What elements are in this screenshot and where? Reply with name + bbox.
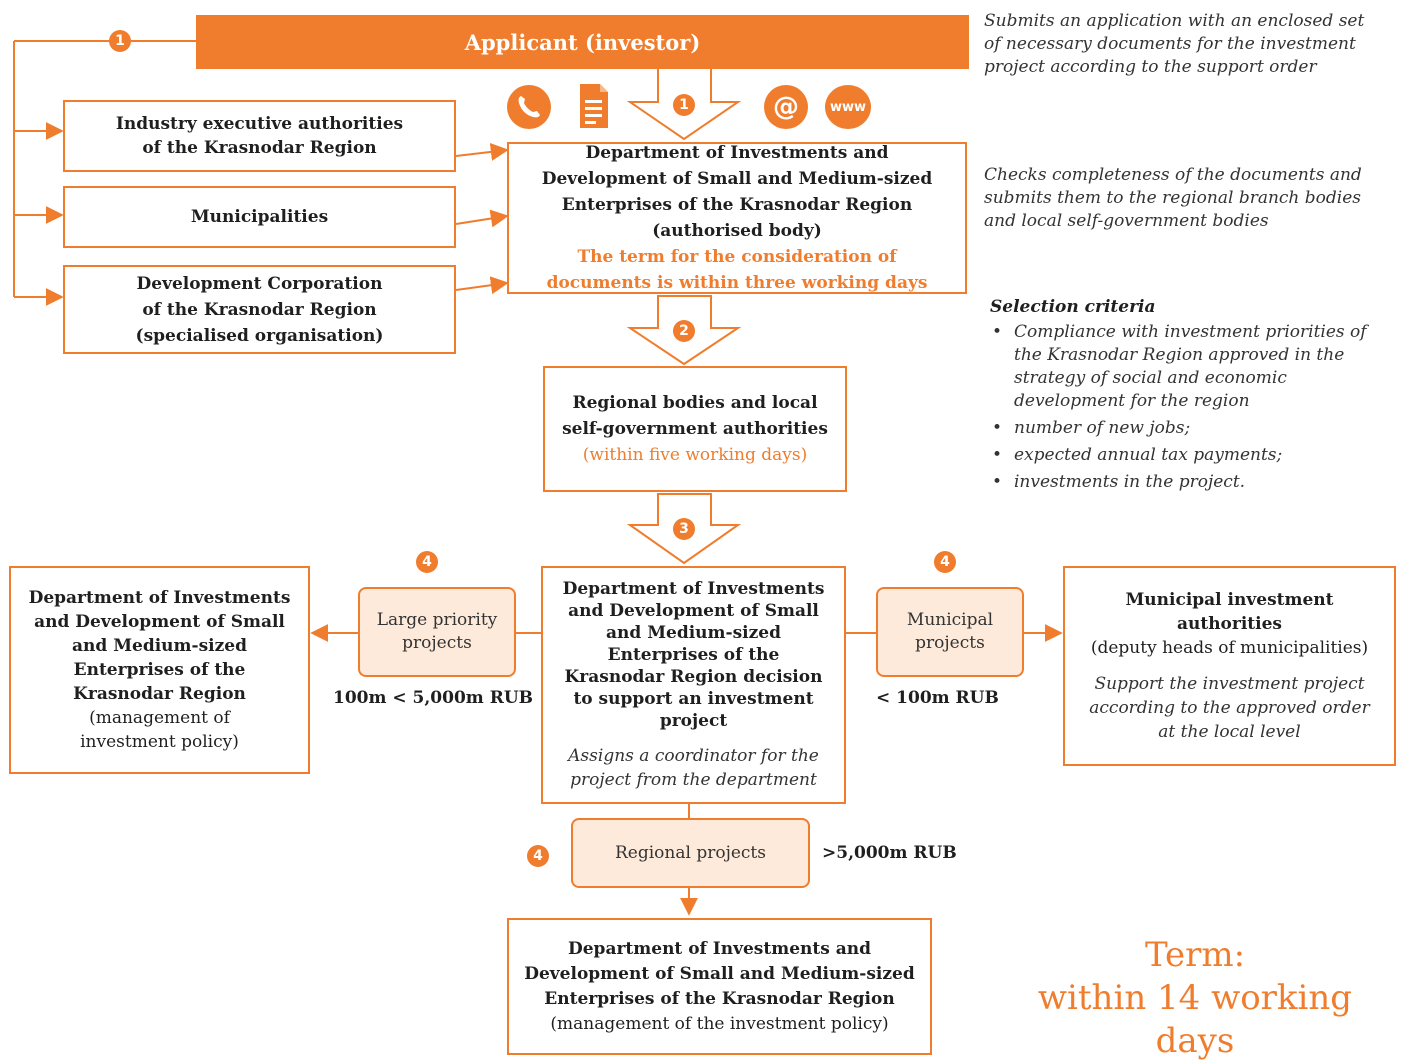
municipal-threshold: < 100m RUB [876, 688, 999, 708]
step-badge-4-right: 4 [934, 551, 956, 573]
large-priority-projects: Large priority projects [358, 587, 516, 677]
term-line2: within 14 working days [1037, 978, 1353, 1061]
department-term: The term for the consideration of docume… [546, 247, 928, 293]
step-badge-1-left: 1 [109, 30, 131, 52]
applicant-bar: Applicant (investor) [196, 15, 969, 69]
right-result-sub: (deputy heads of municipalities) [1090, 638, 1369, 658]
applicant-title: Applicant (investor) [464, 29, 701, 55]
at-sign-icon: @ [764, 85, 808, 129]
department-authorised-box: Department of Investments and Developmen… [507, 142, 967, 294]
list-item: Compliance with investment priorities of… [990, 321, 1370, 413]
large-priority-threshold: 100m < 5,000m RUB [333, 688, 534, 708]
right-result-note: Support the investment project according… [1089, 674, 1370, 742]
department-note: Checks completeness of the documents and… [984, 165, 1362, 231]
right-result-box: Municipal investment authorities (deputy… [1063, 566, 1396, 766]
regional-bodies-term: (within five working days) [582, 445, 808, 465]
phone-icon [507, 85, 551, 129]
document-icon [572, 82, 616, 132]
list-item: number of new jobs; [990, 417, 1370, 440]
left-result-box: Department of Investments and Developmen… [9, 566, 310, 774]
decision-note: Assigns a coordinator for the project fr… [568, 746, 819, 790]
step-badge-4-left: 4 [416, 551, 438, 573]
regional-projects: Regional projects [571, 818, 810, 888]
term-line1: Term: [1144, 935, 1246, 975]
list-item: expected annual tax payments; [990, 444, 1370, 467]
step-badge-3: 3 [673, 518, 695, 540]
municipalities-box: Municipalities [63, 186, 456, 248]
selection-list: Compliance with investment priorities of… [990, 321, 1370, 494]
regional-threshold: >5,000m RUB [822, 843, 957, 863]
development-corporation-box: Development Corporation of the Krasnodar… [63, 265, 456, 354]
regional-bodies-box: Regional bodies and local self-governmen… [543, 366, 847, 492]
industry-authorities-box: Industry executive authorities of the Kr… [63, 100, 456, 172]
step-badge-4-bottom: 4 [527, 845, 549, 867]
bottom-result-sub: (management of the investment policy) [550, 1013, 889, 1034]
applicant-note: Submits an application with an enclosed … [984, 11, 1365, 77]
list-item: investments in the project. [990, 471, 1370, 494]
bottom-result-box: Department of Investments and Developmen… [507, 918, 932, 1055]
step-badge-2: 2 [673, 320, 695, 342]
selection-criteria: Selection criteria Compliance with inves… [990, 296, 1370, 498]
step-badge-1: 1 [673, 94, 695, 116]
left-to-department-arrows [455, 142, 509, 295]
decision-box: Department of Investments and Developmen… [541, 566, 846, 804]
term-label: Term: within 14 working days [995, 934, 1395, 1063]
left-result-sub: (management of investment policy) [80, 708, 239, 752]
selection-title: Selection criteria [990, 297, 1156, 317]
municipal-projects: Municipal projects [876, 587, 1024, 677]
bracket-connector [13, 40, 196, 306]
www-icon: www [825, 85, 871, 129]
